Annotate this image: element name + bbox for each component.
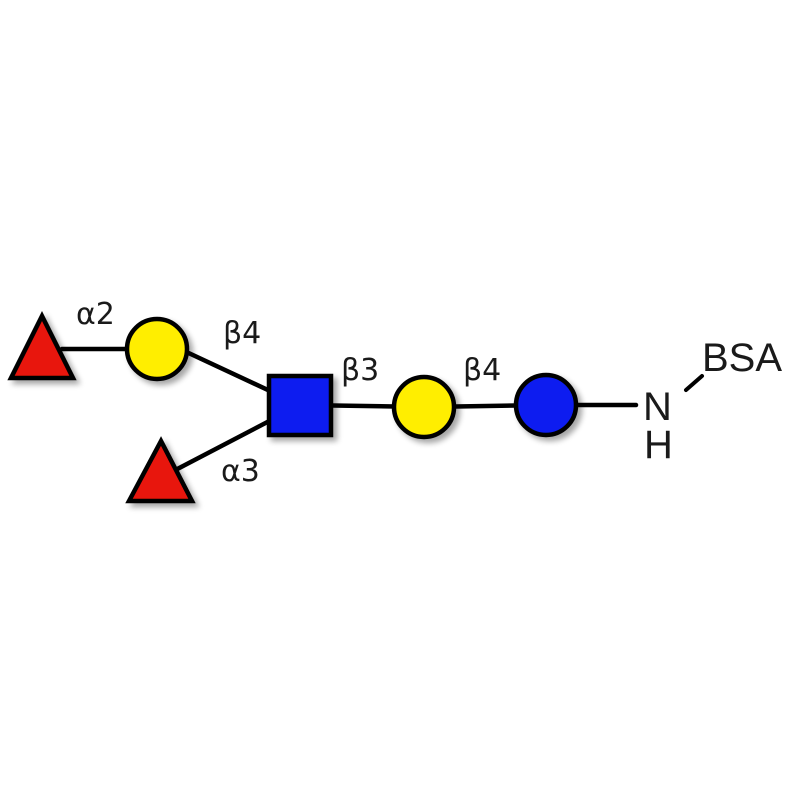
galactose-circle-branch [124,316,190,382]
glcnac-square [266,373,334,438]
bsa-label: BSA [702,336,782,380]
galactose-circle-core [391,374,457,440]
linkage-label-a2: α2 [76,297,115,332]
fucose-triangle-bottom [125,436,196,504]
linkage-label-b4-core: β4 [463,353,501,388]
hydrogen-label: H [644,423,673,467]
nitrogen-label: N [643,385,672,429]
linkage-label-a3: α3 [221,454,260,489]
linkage-label-b3: β3 [341,353,379,388]
fucose-triangle-top [7,310,77,381]
linkage-label-b4-branch: β4 [223,316,261,351]
glucose-circle [513,372,579,438]
bond-n-bsa [684,374,704,392]
